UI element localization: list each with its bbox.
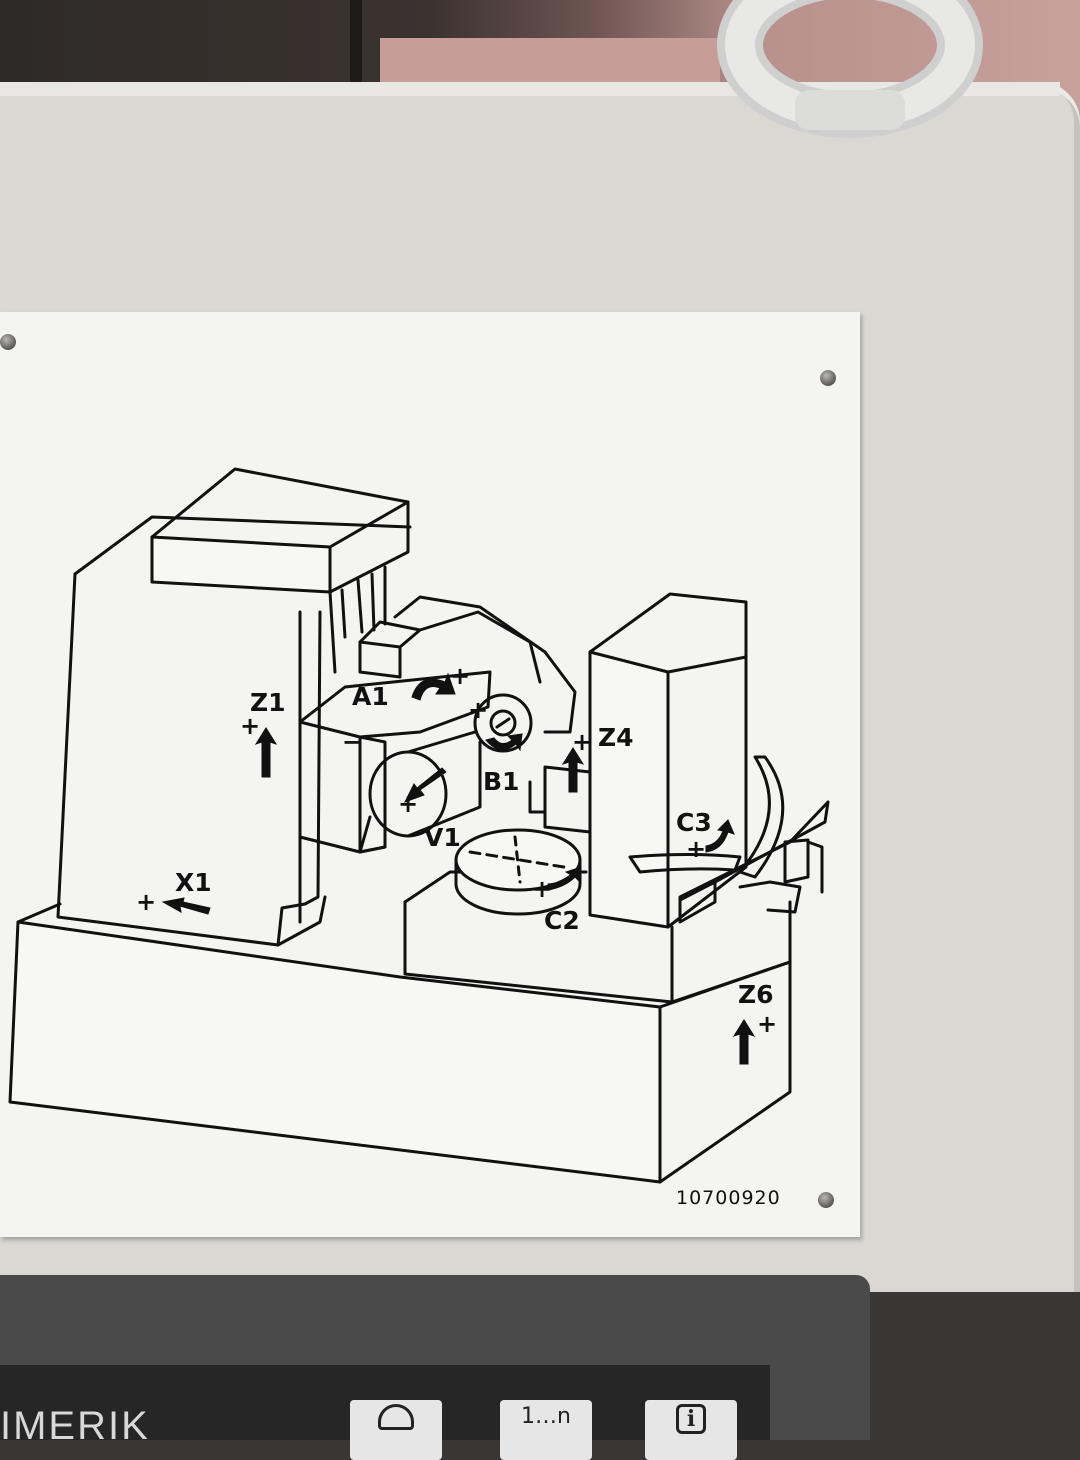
axis-label-z6: Z6 <box>738 980 774 1009</box>
z1-plus-sign: + <box>240 712 261 740</box>
panel-brand-text: IMERIK <box>0 1404 150 1448</box>
z4-plus-sign: + <box>572 728 593 756</box>
c2-plus-sign: + <box>532 875 553 903</box>
rivet <box>0 334 16 350</box>
rivet <box>820 370 836 386</box>
a1-minus-sign: − <box>342 728 363 756</box>
machine-key[interactable] <box>350 1400 442 1460</box>
z6-plus-sign: + <box>757 1010 778 1038</box>
channel-key[interactable]: 1…n <box>500 1400 592 1460</box>
axis-label-a1: A1 <box>352 682 389 711</box>
v1-plus-sign: + <box>398 790 419 818</box>
info-icon: i <box>676 1404 706 1434</box>
axis-label-x1: X1 <box>175 868 212 897</box>
axis-label-b1: B1 <box>483 767 520 796</box>
b1-plus-sign: + <box>468 696 489 724</box>
lifting-eyebolt <box>717 0 983 138</box>
plate-serial-number: 10700920 <box>676 1187 781 1209</box>
axis-diagram-plate: Z1 + A1 + − B1 + V1 + X1 + Z4 + C2 + C3 … <box>0 312 860 1237</box>
axis-label-c2: C2 <box>544 906 580 935</box>
info-key[interactable]: i <box>645 1400 737 1460</box>
a1-plus-sign: + <box>450 662 471 690</box>
machine-axis-diagram <box>8 467 830 1184</box>
channel-icon: 1…n <box>521 1404 571 1429</box>
machine-icon <box>378 1404 414 1430</box>
axis-label-c3: C3 <box>676 808 712 837</box>
background-shelf <box>350 0 362 100</box>
rivet <box>818 1192 834 1208</box>
x1-plus-sign: + <box>136 888 157 916</box>
c3-plus-sign: + <box>686 835 707 863</box>
axis-label-v1: V1 <box>424 823 461 852</box>
axis-label-z4: Z4 <box>598 723 634 752</box>
axis-label-z1: Z1 <box>250 688 286 717</box>
